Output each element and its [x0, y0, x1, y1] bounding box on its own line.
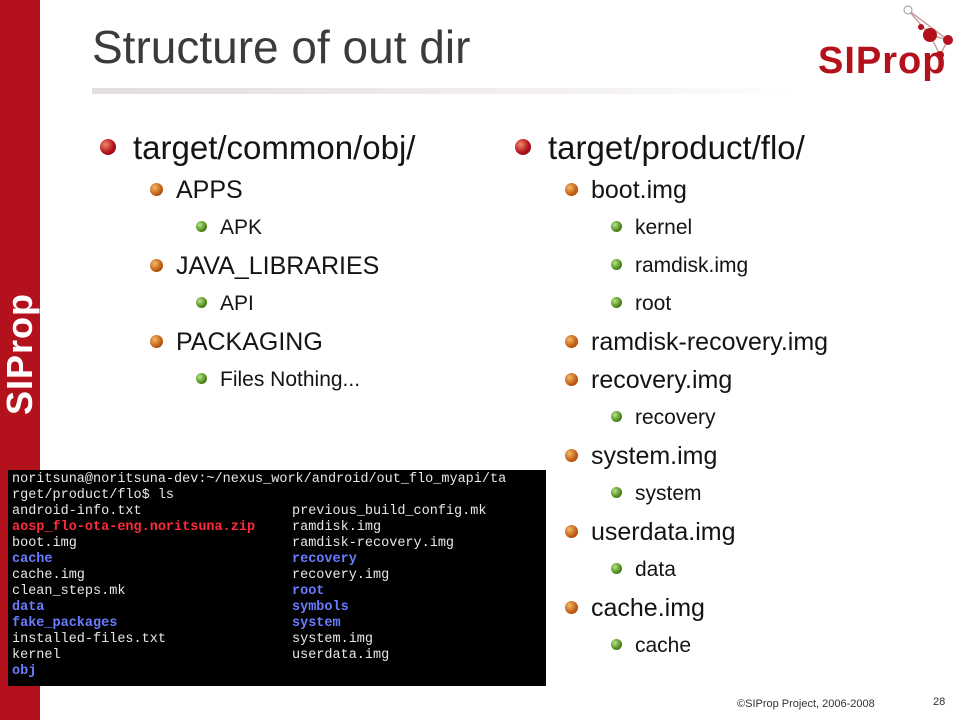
list-item: boot.img [515, 171, 828, 209]
list-item: APK [100, 209, 415, 247]
bullet-heading: target/product/flo/ [515, 125, 828, 171]
terminal-entry: recovery [292, 552, 357, 567]
orange-bullet-icon [565, 373, 578, 386]
list-item: PACKAGING [100, 323, 415, 361]
red-bullet-icon [515, 139, 531, 155]
list-item: JAVA_LIBRARIES [100, 247, 415, 285]
left-bullet-column: target/common/obj/ APPS APK JAVA_LIBRARI… [100, 125, 415, 399]
list-item: cache [515, 627, 828, 665]
green-bullet-icon [611, 297, 622, 308]
footer-copyright: ©SIProp Project, 2006-2008 [737, 698, 875, 710]
terminal-entry: installed-files.txt [12, 632, 166, 647]
terminal-entry: data [12, 600, 45, 615]
terminal-prompt-line: rget/product/flo$ ls [12, 488, 175, 503]
list-item: cache.img [515, 589, 828, 627]
molecule-icon [903, 5, 953, 59]
terminal-entry: system [292, 616, 341, 631]
green-bullet-icon [611, 487, 622, 498]
green-bullet-icon [611, 639, 622, 650]
list-item: Files Nothing... [100, 361, 415, 399]
green-bullet-icon [611, 411, 622, 422]
terminal-entry: clean_steps.mk [12, 584, 126, 599]
list-item: ramdisk.img [515, 247, 828, 285]
terminal-entry: obj [12, 664, 37, 679]
terminal-entry: android-info.txt [12, 504, 142, 519]
list-item: data [515, 551, 828, 589]
orange-bullet-icon [565, 183, 578, 196]
terminal-entry: ramdisk.img [292, 520, 382, 535]
green-bullet-icon [196, 221, 207, 232]
list-item: ramdisk-recovery.img [515, 323, 828, 361]
terminal-entry: cache [12, 552, 53, 567]
red-bullet-icon [100, 139, 116, 155]
terminal-entry: userdata.img [292, 648, 390, 663]
list-item: API [100, 285, 415, 323]
siprop-logo: SIProp [808, 0, 960, 92]
green-bullet-icon [196, 373, 207, 384]
terminal-entry: aosp_flo-ota-eng.noritsuna.zip [12, 520, 256, 535]
terminal-entry: root [292, 584, 325, 599]
orange-bullet-icon [150, 259, 163, 272]
side-logo: SIProp [0, 292, 40, 415]
terminal-entry: symbols [292, 600, 349, 615]
orange-bullet-icon [150, 335, 163, 348]
slide-title: Structure of out dir [92, 21, 471, 73]
list-item: system.img [515, 437, 828, 475]
orange-bullet-icon [565, 449, 578, 462]
list-item: recovery.img [515, 361, 828, 399]
orange-bullet-icon [565, 601, 578, 614]
title-underline [92, 88, 792, 94]
terminal-entry: ramdisk-recovery.img [292, 536, 455, 551]
list-item: recovery [515, 399, 828, 437]
terminal-entry: system.img [292, 632, 374, 647]
list-item: userdata.img [515, 513, 828, 551]
list-item: root [515, 285, 828, 323]
orange-bullet-icon [565, 335, 578, 348]
terminal-entry: recovery.img [292, 568, 390, 583]
terminal-entry: cache.img [12, 568, 85, 583]
terminal-entry: fake_packages [12, 616, 118, 631]
terminal-prompt-line: noritsuna@noritsuna-dev:~/nexus_work/and… [12, 472, 507, 487]
green-bullet-icon [611, 259, 622, 270]
list-item: system [515, 475, 828, 513]
logo-text: SIProp [818, 40, 947, 82]
right-bullet-column: target/product/flo/ boot.img kernel ramd… [515, 125, 828, 665]
orange-bullet-icon [565, 525, 578, 538]
terminal-screenshot: noritsuna@noritsuna-dev:~/nexus_work/and… [8, 470, 546, 686]
orange-bullet-icon [150, 183, 163, 196]
green-bullet-icon [611, 563, 622, 574]
green-bullet-icon [611, 221, 622, 232]
terminal-entry: boot.img [12, 536, 77, 551]
terminal-entry: previous_build_config.mk [292, 504, 487, 519]
bullet-heading: target/common/obj/ [100, 125, 415, 171]
page-number: 28 [933, 696, 946, 708]
list-item: kernel [515, 209, 828, 247]
list-item: APPS [100, 171, 415, 209]
terminal-entry: kernel [12, 648, 61, 663]
green-bullet-icon [196, 297, 207, 308]
